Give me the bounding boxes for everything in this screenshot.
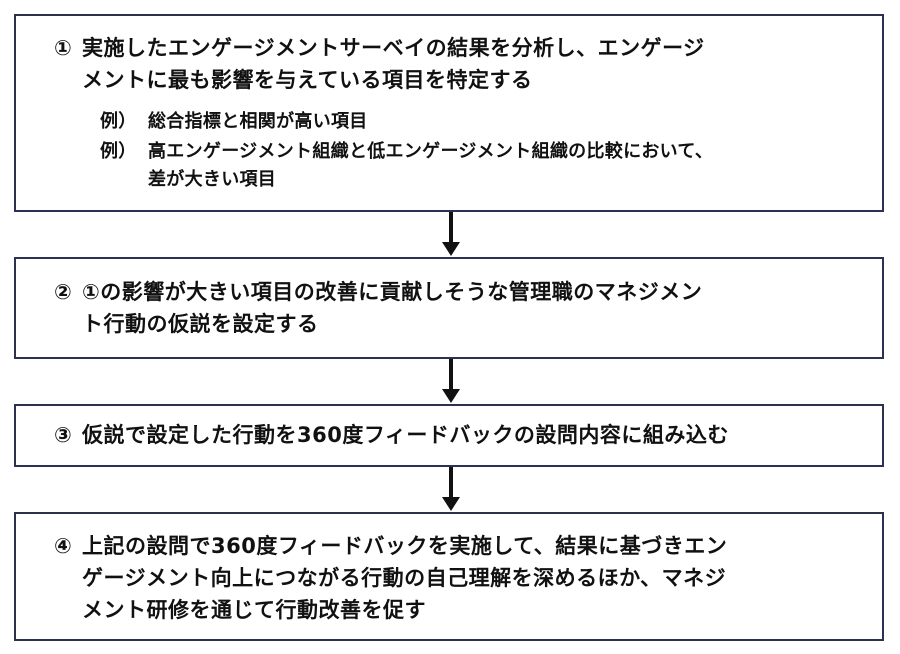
step-3-line-1: 仮説で設定した行動を360度フィードバックの設問内容に組み込む <box>82 423 729 447</box>
step-1-line-1: 実施したエンゲージメントサーベイの結果を分析し、エンゲージ <box>82 36 705 60</box>
step-1-number: ① <box>54 36 73 60</box>
step-4-line-1: 上記の設問で360度フィードバックを実施して、結果に基づきエン <box>82 534 728 558</box>
example-2-line-2: 差が大きい項目 <box>148 169 277 190</box>
step-2-line-1: ①の影響が大きい項目の改善に貢献しそうな管理職のマネジメン <box>82 280 703 304</box>
step-2-box: ② ①の影響が大きい項目の改善に貢献しそうな管理職のマネジメン ト行動の仮説を設定… <box>14 257 884 359</box>
step-4-line-2: ゲージメント向上につながる行動の自己理解を深めるほか、マネジ <box>82 566 727 590</box>
step-3-number: ③ <box>54 423 73 447</box>
example-1-line-1: 総合指標と相関が高い項目 <box>148 111 368 132</box>
step-2-line-2: ト行動の仮説を設定する <box>82 312 319 336</box>
step-4-line-3: メント研修を通じて行動改善を促す <box>82 598 426 622</box>
example-2-tag: 例） <box>100 141 137 162</box>
step-2-text: ② ①の影響が大きい項目の改善に貢献しそうな管理職のマネジメン ト行動の仮説を設定… <box>54 276 702 340</box>
step-3-text: ③ 仮説で設定した行動を360度フィードバックの設問内容に組み込む <box>54 419 729 451</box>
arrow-down-3 <box>442 467 460 511</box>
step-1-example-1: 例） 総合指標と相関が高い項目 <box>100 108 368 136</box>
step-1-example-2: 例） 高エンゲージメント組織と低エンゲージメント組織の比較において、 差が大きい項… <box>100 138 713 194</box>
example-2-line-1: 高エンゲージメント組織と低エンゲージメント組織の比較において、 <box>148 141 714 162</box>
step-1-text: ① 実施したエンゲージメントサーベイの結果を分析し、エンゲージ メントに最も影響を… <box>54 32 705 96</box>
step-3-box: ③ 仮説で設定した行動を360度フィードバックの設問内容に組み込む <box>14 404 884 467</box>
step-4-number: ④ <box>54 534 73 558</box>
step-1-line-2: メントに最も影響を与えている項目を特定する <box>82 68 533 92</box>
arrow-down-1 <box>442 212 460 256</box>
step-2-number: ② <box>54 280 73 304</box>
step-1-box: ① 実施したエンゲージメントサーベイの結果を分析し、エンゲージ メントに最も影響を… <box>14 14 884 212</box>
arrow-down-2 <box>442 359 460 403</box>
example-1-tag: 例） <box>100 111 137 132</box>
step-4-text: ④ 上記の設問で360度フィードバックを実施して、結果に基づきエン ゲージメント向… <box>54 530 727 626</box>
step-4-box: ④ 上記の設問で360度フィードバックを実施して、結果に基づきエン ゲージメント向… <box>14 512 884 641</box>
